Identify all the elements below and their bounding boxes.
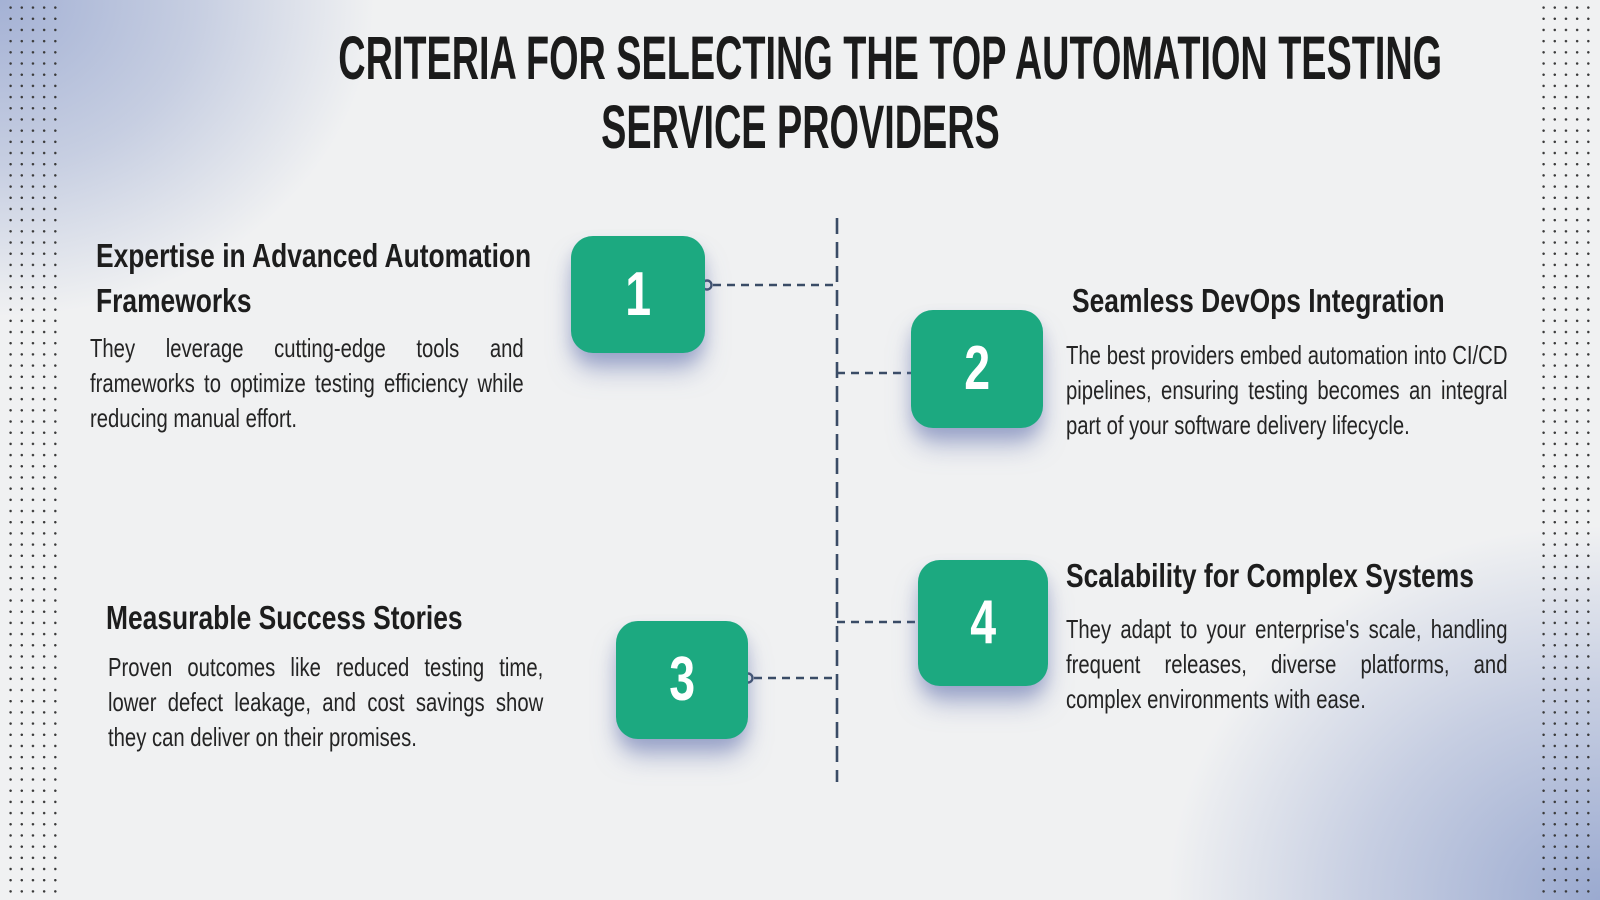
item-4-heading: Scalability for Complex Systems bbox=[1066, 557, 1474, 594]
step-number-1: 1 bbox=[625, 259, 651, 329]
item-2-heading: Seamless DevOps Integration bbox=[1072, 282, 1445, 319]
item-2-body: The best providers embed automation into… bbox=[1066, 340, 1508, 440]
corner-gradient-top-left bbox=[0, 0, 520, 440]
item-1-heading: Expertise in Advanced Automation Framewo… bbox=[96, 237, 532, 319]
step-number-3: 3 bbox=[669, 645, 695, 714]
corner-gradient-bottom-right bbox=[1000, 380, 1600, 900]
item-1-body: They leverage cutting-edge tools and fra… bbox=[90, 333, 524, 433]
page-title-line-1: CRITERIA FOR SELECTING THE TOP AUTOMATIO… bbox=[338, 24, 1443, 92]
step-box-3: 3 bbox=[616, 621, 748, 739]
page-title-line-2: SERVICE PROVIDERS bbox=[600, 93, 1000, 161]
step-number-4: 4 bbox=[970, 588, 996, 657]
item-3-heading: Measurable Success Stories bbox=[106, 599, 463, 636]
step-box-2: 2 bbox=[911, 310, 1043, 428]
dot-pattern-right bbox=[1538, 2, 1595, 900]
step-number-2: 2 bbox=[964, 334, 990, 403]
step-box-1: 1 bbox=[571, 236, 705, 353]
page-title: CRITERIA FOR SELECTING THE TOP AUTOMATIO… bbox=[0, 24, 1600, 162]
item-3-body: Proven outcomes like reduced testing tim… bbox=[108, 652, 544, 752]
dot-pattern-left bbox=[5, 2, 62, 900]
step-box-4: 4 bbox=[918, 560, 1048, 686]
item-4-body: They adapt to your enterprise's scale, h… bbox=[1066, 614, 1508, 714]
